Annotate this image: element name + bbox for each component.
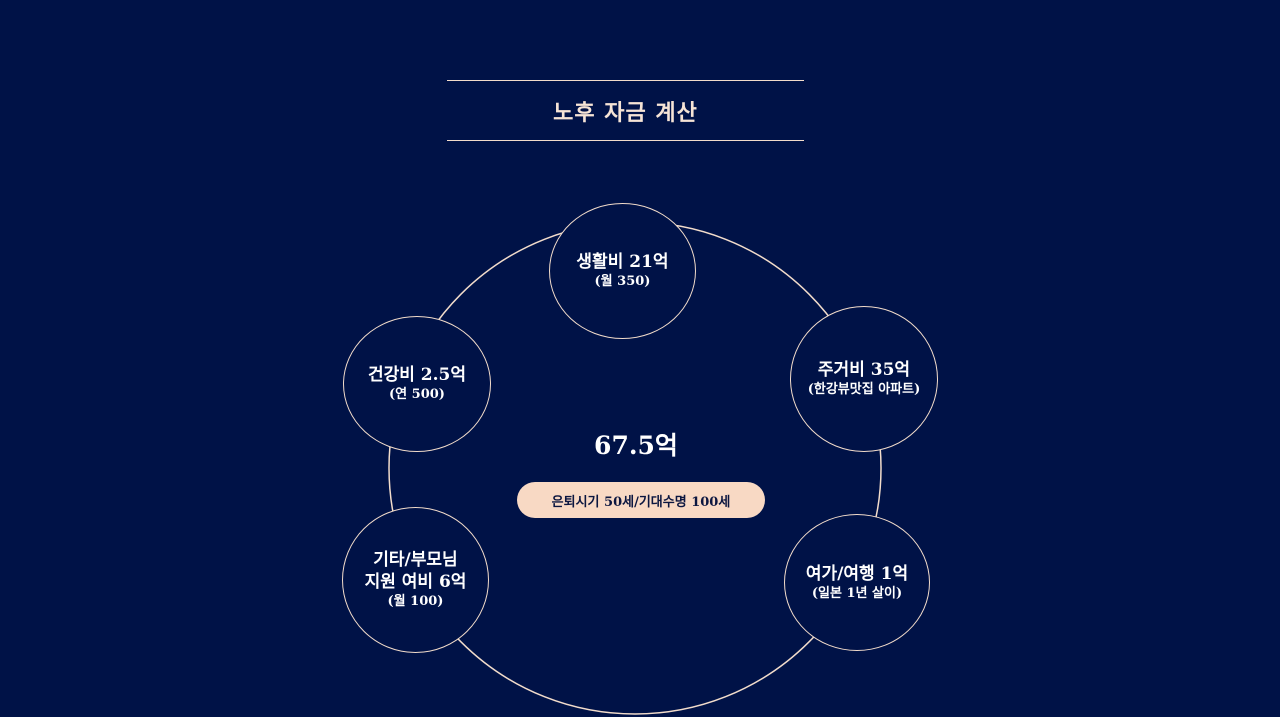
node-housing-cost: 주거비 35억 (한강뷰맛집 아파트) xyxy=(790,306,938,452)
page-title: 노후 자금 계산 xyxy=(553,99,698,126)
node-housing-cost-title: 주거비 35억 xyxy=(817,360,911,380)
node-other-parents-title: 기타/부모님 지원 여비 6억 xyxy=(364,550,467,592)
retirement-note-badge: 은퇴시기 50세/기대수명 100세 xyxy=(517,482,765,518)
node-other-parents: 기타/부모님 지원 여비 6억 (월 100) xyxy=(342,507,489,653)
node-health-cost: 건강비 2.5억 (연 500) xyxy=(343,316,491,452)
node-leisure-travel-detail: (일본 1년 살이) xyxy=(811,585,903,601)
total-amount: 67.5억 xyxy=(594,431,678,460)
node-living-cost: 생활비 21억 (월 350) xyxy=(549,203,696,339)
node-living-cost-title: 생활비 21억 xyxy=(576,252,669,272)
node-living-cost-detail: (월 350) xyxy=(594,274,651,289)
title-banner: 노후 자금 계산 xyxy=(447,80,804,141)
node-health-cost-title: 건강비 2.5억 xyxy=(367,365,467,385)
node-health-cost-detail: (연 500) xyxy=(389,387,445,402)
retirement-note-text: 은퇴시기 50세/기대수명 100세 xyxy=(551,494,731,510)
node-leisure-travel: 여가/여행 1억 (일본 1년 살이) xyxy=(784,514,930,651)
node-other-parents-detail: (월 100) xyxy=(387,594,444,609)
node-housing-cost-detail: (한강뷰맛집 아파트) xyxy=(807,382,921,397)
node-leisure-travel-title: 여가/여행 1억 xyxy=(805,563,909,584)
